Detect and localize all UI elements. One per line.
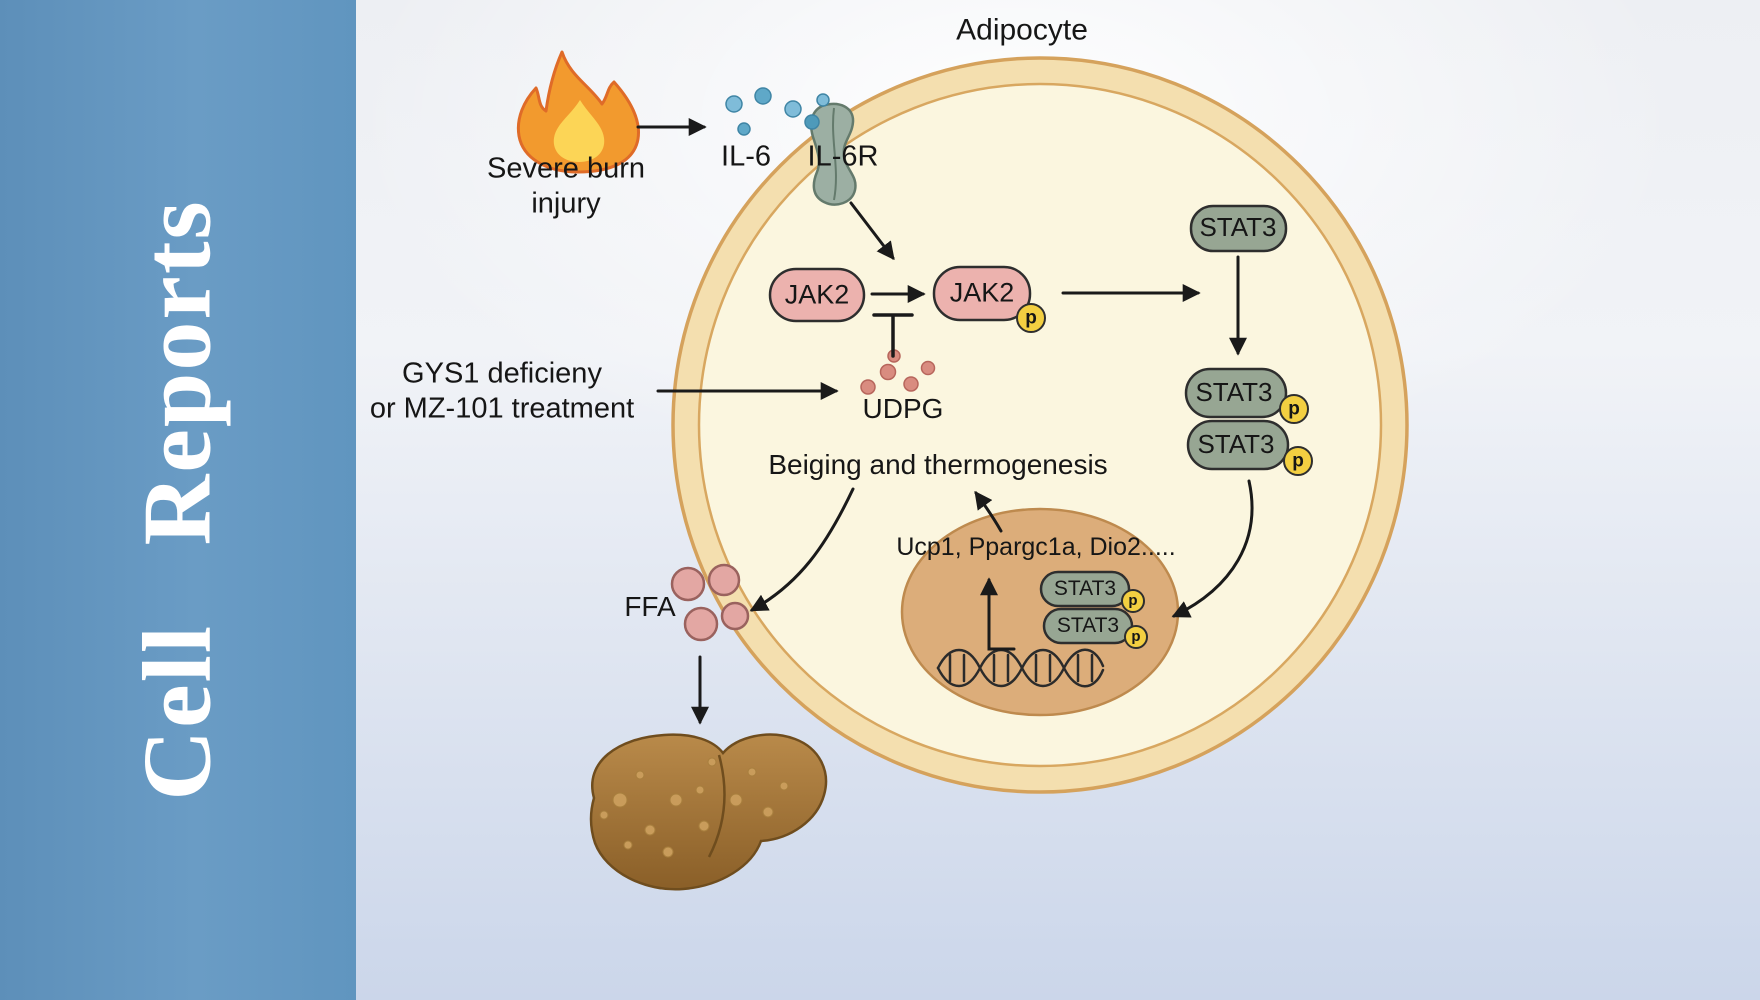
udpg-label: UDPG — [862, 392, 944, 424]
dna-icon — [936, 648, 1105, 688]
jak2-label: JAK2 — [784, 279, 850, 310]
journal-sidebar: Cell Reports — [0, 0, 356, 1000]
stat3-dimer2-label: STAT3 — [1197, 429, 1275, 460]
jak2-phospho-label: JAK2 — [949, 277, 1015, 308]
il6-ligand-dots — [725, 87, 830, 136]
jak2-node — [768, 267, 866, 323]
intervention-line2: or MZ-101 treatment — [369, 393, 635, 425]
phospho-badge — [1124, 625, 1148, 649]
il6-label: IL-6 — [721, 140, 771, 173]
ffa-droplets — [670, 563, 750, 642]
arrow-genes-to-beiging — [974, 490, 1003, 533]
stimulus-label: Severe burn injury — [487, 152, 645, 223]
arrow-receptor-to-jak2 — [849, 201, 895, 261]
il6r-label: IL-6R — [807, 140, 879, 173]
phospho-letter: p — [1288, 398, 1300, 420]
genes-label: Ucp1, Ppargc1a, Dio2..... — [896, 532, 1176, 561]
il6r-receptor-icon — [809, 102, 857, 206]
liver-icon — [589, 733, 828, 891]
stat3-nucleus1-label: STAT3 — [1053, 577, 1117, 601]
arrow-beiging-to-ffa — [749, 487, 855, 612]
stat3-dimer-nucleus — [1039, 570, 1148, 649]
phospho-letter: p — [1292, 450, 1304, 472]
inhibition-tbar-udpg — [872, 313, 914, 358]
phospho-badge — [1121, 589, 1145, 613]
phospho-badge — [1016, 303, 1046, 333]
phospho-letter: p — [1025, 307, 1037, 329]
arrow-transcription — [980, 577, 1016, 651]
phospho-letter: p — [1131, 627, 1141, 645]
arrow-dimer-to-nucleus — [1171, 479, 1254, 618]
ffa-label: FFA — [624, 590, 676, 622]
stimulus-line2: injury — [531, 188, 601, 220]
intervention-label: GYS1 deficieny or MZ-101 treatment — [370, 357, 634, 428]
stat3-dimer1-label: STAT3 — [1195, 377, 1273, 408]
fire-icon — [516, 50, 640, 174]
phospho-letter: p — [1128, 591, 1138, 609]
stat3-nucleus2-label: STAT3 — [1056, 614, 1120, 638]
stat3-dimer-cytoplasm — [1184, 367, 1313, 476]
jak2-phospho-node — [932, 265, 1046, 333]
stat3-node — [1189, 204, 1288, 253]
cell-title: Adipocyte — [956, 13, 1088, 47]
stimulus-line1: Severe burn — [487, 152, 645, 185]
stat3-label: STAT3 — [1199, 212, 1277, 243]
journal-title: Cell Reports — [124, 199, 232, 801]
phospho-badge — [1283, 446, 1313, 476]
pathway-arrows — [636, 118, 1254, 725]
outcome-label: Beiging and thermogenesis — [768, 448, 1108, 480]
intervention-line1: GYS1 deficieny — [402, 357, 602, 390]
phospho-badge — [1279, 394, 1309, 424]
